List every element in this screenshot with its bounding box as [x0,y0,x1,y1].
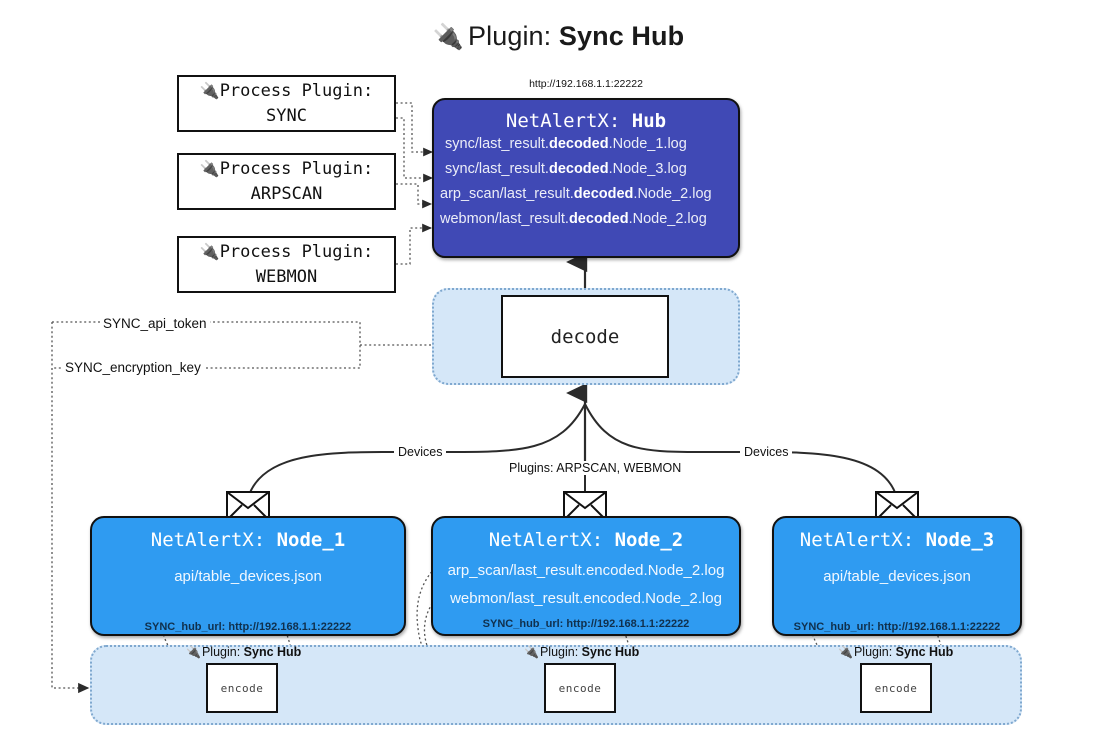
process-plugin-box-webmon[interactable]: 🔌Process Plugin: WEBMON [177,236,396,293]
key-label-api-token: SYNC_api_token [100,316,210,331]
decode-box[interactable]: decode [501,295,669,378]
page-title: 🔌Plugin: Sync Hub [0,16,1117,57]
envelope-icon [563,491,607,521]
hub-log-line: sync/last_result.decoded.Node_1.log [445,136,687,152]
node-header: NetAlertX: Node_1 [150,529,346,551]
edge-label-devices-right: Devices [740,445,793,459]
hub-header-prefix: NetAlertX: [505,110,632,132]
encoder-plugin-label: 🔌Plugin: Sync Hub [838,645,954,659]
node-log-line: webmon/last_result.encoded.Node_2.log [450,590,722,607]
plug-icon: 🔌 [199,159,220,178]
hub-header: NetAlertX: Hub [434,110,738,132]
process-plugin-name: WEBMON [255,267,318,287]
hub-url-caption: http://192.168.1.1:22222 [529,78,643,90]
node-config: SYNC_hub_url: http://192.168.1.1:22222 [144,621,352,633]
encode-box-node-3[interactable]: encode [860,663,932,713]
edge-label-devices-left: Devices [394,445,447,459]
node-config: SYNC_hub_url: http://192.168.1.1:22222 [482,618,690,630]
node-log-line: api/table_devices.json [174,568,322,585]
page-title-prefix: Plugin: [468,21,559,51]
page-title-name: Sync Hub [558,21,685,51]
edge-label-plugins-center: Plugins: ARPSCAN, WEBMON [505,461,686,475]
process-plugin-name: SYNC [266,106,307,126]
node-config: SYNC_hub_url: http://192.168.1.1:22222 [793,621,1001,633]
plug-icon: 🔌 [199,81,220,100]
node-log-line: arp_scan/last_result.encoded.Node_2.log [447,562,725,579]
plug-icon: 🔌 [432,23,465,51]
encode-box-node-2[interactable]: encode [544,663,616,713]
plug-icon: 🔌 [186,645,201,659]
plug-icon: 🔌 [199,242,220,261]
process-plugin-name: ARPSCAN [250,184,323,204]
process-plugin-label: Process Plugin: [219,159,374,179]
encoder-plugin-label: 🔌Plugin: Sync Hub [524,645,640,659]
hub-log-line: arp_scan/last_result.decoded.Node_2.log [440,186,712,202]
process-plugin-label: Process Plugin: [219,242,374,262]
node-header: NetAlertX: Node_3 [799,529,995,551]
process-plugin-box-sync[interactable]: 🔌Process Plugin: SYNC [177,75,396,132]
plug-icon: 🔌 [524,645,539,659]
hub-box[interactable]: NetAlertX: Hub sync/last_result.decoded.… [432,98,740,258]
node-header: NetAlertX: Node_2 [488,529,684,551]
process-plugin-box-arpscan[interactable]: 🔌Process Plugin: ARPSCAN [177,153,396,210]
key-label-encryption-key: SYNC_encryption_key [62,360,204,375]
encode-box-node-1[interactable]: encode [206,663,278,713]
hub-log-line: sync/last_result.decoded.Node_3.log [445,161,687,177]
plug-icon: 🔌 [838,645,853,659]
node-box-node-2[interactable]: NetAlertX: Node_2 arp_scan/last_result.e… [431,516,741,636]
hub-header-name: Hub [631,110,667,132]
hub-log-line: webmon/last_result.decoded.Node_2.log [440,211,707,227]
node-box-node-1[interactable]: NetAlertX: Node_1 api/table_devices.json… [90,516,406,636]
node-log-line: api/table_devices.json [823,568,971,585]
process-plugin-label: Process Plugin: [219,81,374,101]
node-box-node-3[interactable]: NetAlertX: Node_3 api/table_devices.json… [772,516,1022,636]
encoder-plugin-label: 🔌Plugin: Sync Hub [186,645,302,659]
